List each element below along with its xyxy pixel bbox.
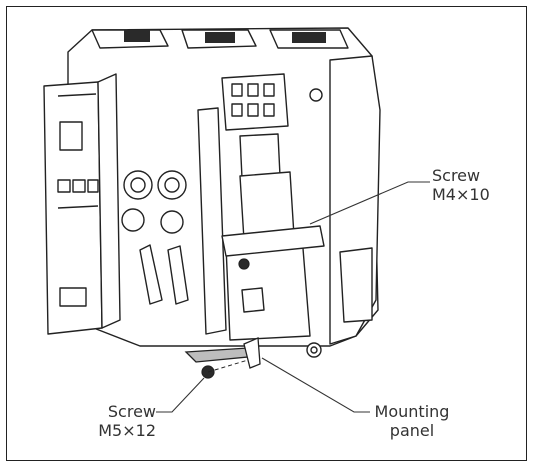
display-window — [59, 121, 83, 151]
button-2 — [72, 179, 86, 193]
screw-m4-spec: M4×10 — [432, 185, 490, 204]
screw-m4-head — [238, 258, 250, 270]
test-port — [59, 287, 87, 307]
leader-screw-m4 — [309, 181, 430, 225]
cam-right — [160, 210, 184, 234]
cam-left — [121, 208, 145, 232]
trip-unit-side — [97, 73, 121, 329]
spring-right — [167, 245, 189, 305]
screw-m5-label: Screw M5×12 — [86, 402, 156, 440]
screw-m4-label: Screw M4×10 — [432, 166, 490, 204]
screw-m4-name: Screw — [432, 166, 481, 185]
screw-m5-name: Screw — [107, 402, 156, 421]
side-window — [339, 247, 373, 323]
motor-top — [239, 133, 281, 179]
leader-screw-m5 — [156, 377, 205, 413]
mounting-panel-label: Mounting panel — [372, 402, 452, 440]
leader-mounting-panel — [261, 357, 370, 413]
mounting-panel-tab — [243, 337, 261, 369]
spring-left — [139, 244, 163, 305]
button-1 — [57, 179, 71, 193]
side-bolt — [309, 88, 323, 102]
mounting-panel-line2: panel — [389, 421, 435, 440]
terminal-block — [221, 73, 289, 131]
mounting-panel-line1: Mounting — [374, 402, 450, 421]
screw-m5-spec: M5×12 — [98, 421, 156, 440]
operating-arm — [197, 107, 227, 335]
button-3 — [87, 179, 99, 193]
mounting-rail — [221, 225, 325, 257]
